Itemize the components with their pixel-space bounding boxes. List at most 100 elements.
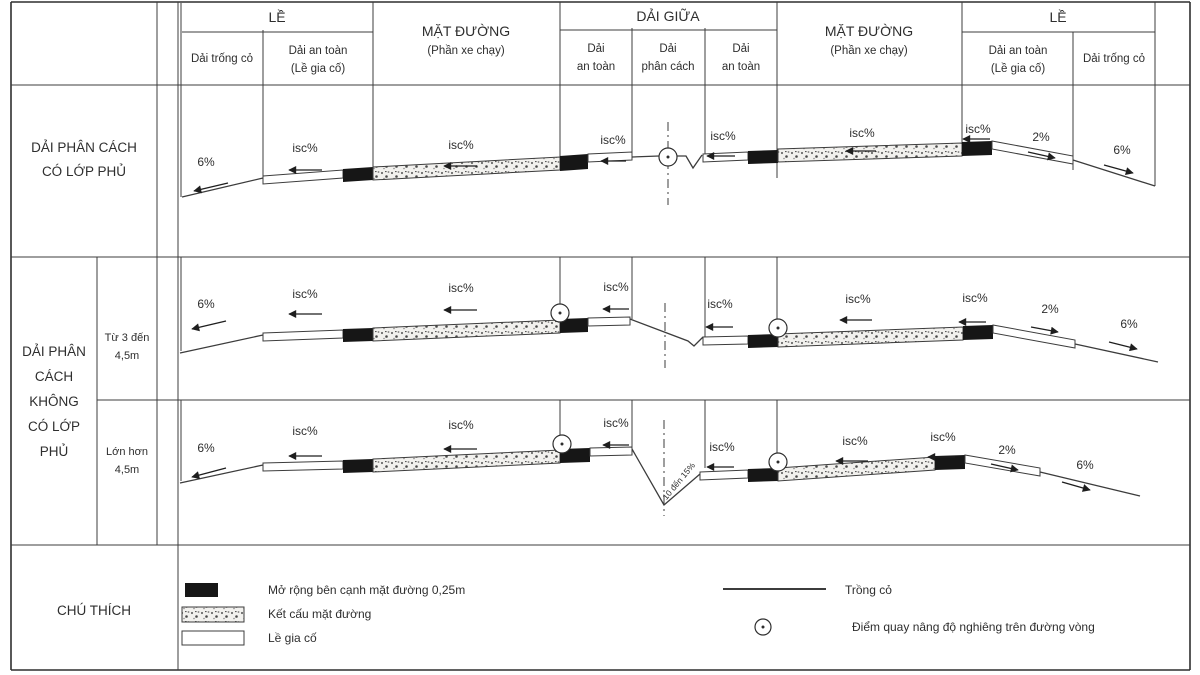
col-safety-strip-left: Dải an toàn [289,45,348,57]
col-grass-strip-right: Dải trống cỏ [1083,53,1145,65]
slope-label-isc: isc% [930,430,956,444]
paved-shoulder-slab [262,169,344,185]
col-safety-strip-right: Dải an toàn [989,45,1048,57]
row-sublabel-3-to-4_5m-l2: 4,5m [115,350,139,362]
legend-label-grass: Trồng cỏ [845,583,892,597]
median-notch [677,154,703,170]
paved-shoulder-slab [589,446,633,457]
slope-label-2pct: 2% [1032,130,1050,144]
slope-label-isc: isc% [448,281,474,295]
widening-block [560,318,588,333]
widening-block [748,334,778,348]
rotation-point-dot [558,311,562,315]
cross-section-uncovered-median-over-4_5m: 10 đến 15% 6% isc% isc% isc% isc% isc% i… [179,416,1141,516]
row-sublabel-over-4_5m-l1: Lớn hơn [106,446,148,458]
pavement-slab [372,449,561,473]
widening-block [343,459,373,473]
legend-label-rotation: Điểm quay nâng độ nghiêng trên đường vòn… [852,620,1095,634]
slope-label-isc: isc% [603,280,629,294]
col-grass-strip-left: Dải trống cỏ [191,53,253,65]
table-grid [10,1,1191,671]
grass-slope-line [181,177,264,198]
grass-slope-line [1039,471,1141,497]
col-header-roadway-left: MẶT ĐƯỜNG [422,23,510,39]
legend-label-widening: Mở rộng bên cạnh mặt đường 0,25m [268,583,465,597]
row-label-uncovered-l2: CÁCH [35,369,73,384]
paved-shoulder-slab [587,151,633,163]
col-median-safety-left-l2: an toàn [577,61,615,73]
slope-label-isc: isc% [842,434,868,448]
slope-label-6pct: 6% [197,297,215,311]
grass-slope-line [179,464,264,484]
pavement-slab [372,319,561,342]
col-median-safety-left-l1: Dải [587,43,604,55]
slope-arrows [191,305,1138,352]
legend-label-pavement: Kết cấu mặt đường [268,607,371,621]
widening-block [343,167,373,182]
paved-shoulder-slab [699,469,749,481]
col-subheader-carriageway-left: (Phần xe chạy) [427,45,505,57]
legend-swatch-widening [185,583,218,597]
slope-label-isc: isc% [448,138,474,152]
widening-block [748,468,778,482]
slope-arrows [191,441,1091,492]
widening-block [343,328,373,342]
slope-label-2pct: 2% [998,443,1016,457]
slope-label-isc: isc% [707,297,733,311]
grass-slope-line [179,334,264,354]
row-label-covered-median-l2: CÓ LỚP PHỦ [42,164,126,179]
slope-label-2pct: 2% [1041,302,1059,316]
slope-label-6pct: 6% [197,441,215,455]
col-median-divider-l2: phân cách [641,61,694,73]
col-median-safety-right-l2: an toàn [722,61,760,73]
slope-label-6pct: 6% [197,155,215,169]
grass-slope-line [1072,159,1156,187]
row-label-uncovered-l3: KHÔNG [29,394,79,409]
paved-shoulder-slab [702,335,749,346]
slope-label-isc: isc% [600,133,626,147]
row-sublabel-3-to-4_5m-l1: Từ 3 đến [105,332,150,344]
widening-block [935,455,965,470]
legend-title: CHÚ THÍCH [57,603,131,618]
legend-swatch-pavement [181,606,245,623]
col-paved-shoulder-left: (Lề gia cố) [291,63,346,75]
slope-label-isc: isc% [845,292,871,306]
row-labels: DẢI PHÂN CÁCH CÓ LỚP PHỦ DẢI PHÂN CÁCH K… [22,140,149,618]
slope-label-isc: isc% [603,416,629,430]
slope-label-isc: isc% [709,440,735,454]
slope-label-6pct: 6% [1120,317,1138,331]
row-label-uncovered-l5: PHỦ [40,444,69,459]
row-label-uncovered-l4: CÓ LỚP [28,419,80,434]
col-median-safety-right-l1: Dải [732,43,749,55]
median-surface-line [631,155,660,158]
slope-label-isc: isc% [292,287,318,301]
slope-label-isc: isc% [292,141,318,155]
slope-label-isc: isc% [448,418,474,432]
pavement-slab [372,156,561,181]
row-label-uncovered-l1: DẢI PHÂN [22,344,86,359]
widening-block [560,154,588,171]
slope-label-isc: isc% [965,122,991,136]
grass-slope-line [1074,343,1159,363]
slope-arrows [193,135,1134,194]
cross-section-covered-median: 6% isc% isc% isc% isc% isc% isc% 2% 6% [181,122,1156,205]
col-header-shoulder-left: LỀ [268,9,285,25]
widening-block [963,325,993,340]
pavement-slab [777,142,963,163]
paved-shoulder-slab [964,454,1041,477]
slope-label-6pct: 6% [1076,458,1094,472]
legend-rotation-point-dot [761,625,765,629]
paved-shoulder-slab [702,151,749,163]
legend: Mở rộng bên cạnh mặt đường 0,25m Kết cấu… [181,583,1095,646]
legend-label-paved-shoulder: Lề gia cố [268,631,317,645]
slope-label-isc: isc% [962,291,988,305]
legend-swatch-paved-shoulder [181,630,245,646]
slope-label-isc: isc% [292,424,318,438]
widening-block [962,141,992,156]
paved-shoulder-slab [587,316,631,327]
slope-label-isc: isc% [710,129,736,143]
cross-section-uncovered-median-3-4_5m: 6% isc% isc% isc% isc% isc% isc% 2% 6% [179,280,1159,368]
row-sublabel-over-4_5m-l2: 4,5m [115,464,139,476]
